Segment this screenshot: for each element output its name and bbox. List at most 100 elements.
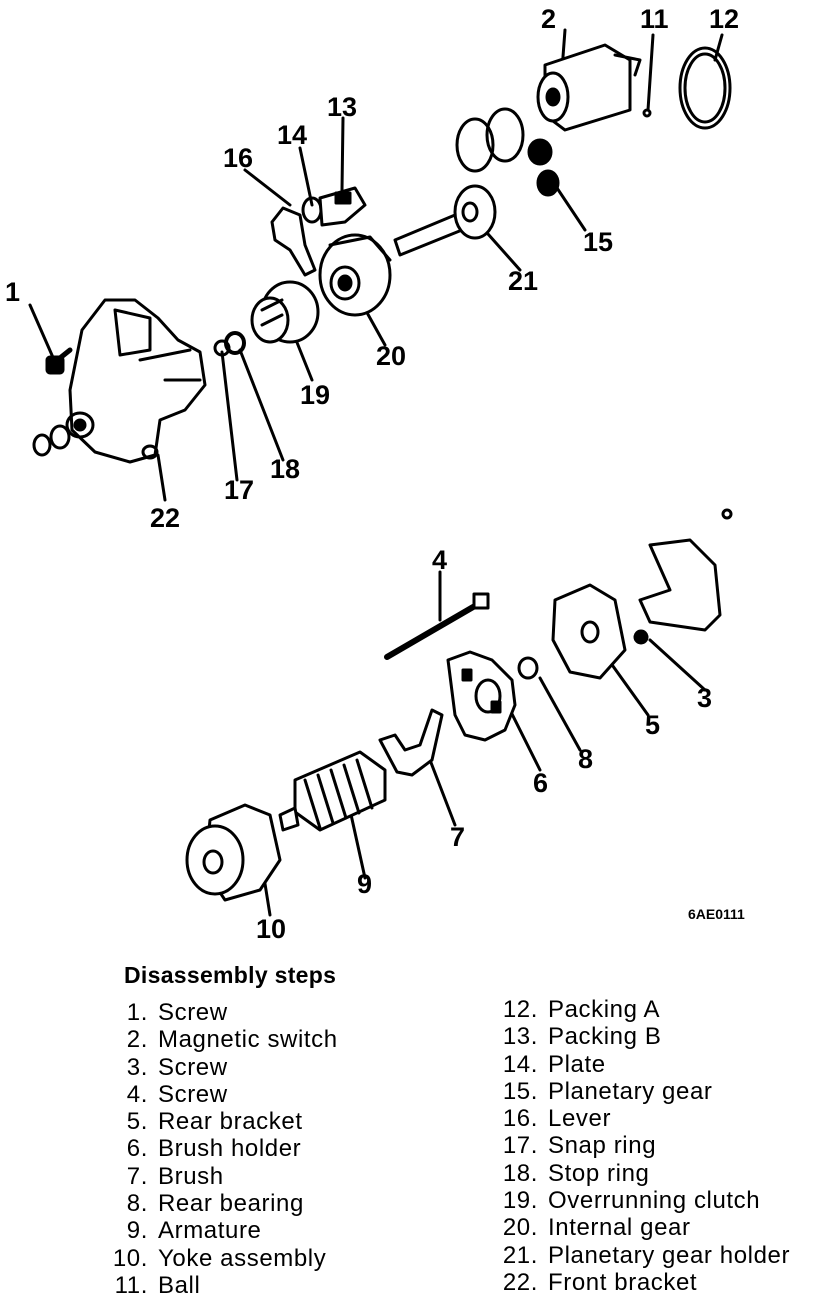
step-item: 20. Internal gear xyxy=(496,1214,790,1241)
step-label: Front bracket xyxy=(548,1268,698,1296)
callout-18: 18 xyxy=(270,454,301,484)
step-number: 17. xyxy=(502,1132,538,1160)
step-label: Armature xyxy=(158,1217,262,1245)
step-number: 16. xyxy=(502,1105,538,1133)
step-item: 5. Rear bracket xyxy=(106,1108,338,1135)
step-number: 14. xyxy=(502,1050,538,1078)
exploded-view-diagram xyxy=(28,28,733,917)
armature-drawing xyxy=(278,750,387,832)
step-item: 7. Brush xyxy=(106,1163,338,1190)
steps-list-right: 12.Packing A 13.Packing B 14.Plate 15.Pl… xyxy=(496,996,790,1296)
step-label: Packing A xyxy=(548,996,661,1023)
step-number: 2. xyxy=(126,1026,148,1054)
rear-bearing-drawing xyxy=(517,656,539,680)
snap-and-stop-rings-drawing xyxy=(213,331,246,357)
step-label: Rear bracket xyxy=(158,1108,303,1136)
step-item: 15.Planetary gear xyxy=(496,1078,790,1105)
step-item: 6. Brush holder xyxy=(106,1135,338,1162)
step-label: Ball xyxy=(158,1271,201,1299)
step-number: 5. xyxy=(126,1108,148,1136)
planetary-gear-holder-drawing xyxy=(393,184,497,257)
step-item: 3. Screw xyxy=(106,1054,338,1081)
step-label: Rear bearing xyxy=(158,1190,304,1218)
rear-bracket-drawing xyxy=(551,538,722,680)
callout-3: 3 xyxy=(697,683,713,713)
step-number: 13. xyxy=(502,1023,538,1051)
step-item: 2. Magnetic switch xyxy=(106,1026,338,1053)
step-item: 16. Lever xyxy=(496,1105,790,1132)
callout-6: 6 xyxy=(533,768,549,798)
gaskets-and-planetary-gears-drawing xyxy=(455,107,560,197)
callout-5: 5 xyxy=(645,710,661,740)
callout-11: 11 xyxy=(640,4,669,34)
callout-19: 19 xyxy=(300,380,331,410)
steps-title: Disassembly steps xyxy=(124,962,337,988)
step-item: 14. Plate xyxy=(496,1051,790,1078)
step-label: Plate xyxy=(548,1050,606,1078)
step-item: 4.Screw xyxy=(106,1081,338,1108)
step-number: 6. xyxy=(126,1135,148,1163)
step-item: 1. Screw xyxy=(106,999,338,1026)
step-label: Lever xyxy=(548,1105,612,1133)
step-label: Planetary gear holder xyxy=(548,1241,791,1269)
step-number: 3. xyxy=(126,1053,148,1081)
step-item: 9. Armature xyxy=(106,1217,338,1244)
step-number: 12. xyxy=(502,996,538,1023)
figure-code: 6AE0111 xyxy=(688,906,745,922)
step-item: 11. Ball xyxy=(106,1272,338,1299)
step-number: 22. xyxy=(502,1268,538,1296)
step-item: 13. Packing B xyxy=(496,1023,790,1050)
step-item: 22. Front bracket xyxy=(496,1269,790,1296)
step-number: 9. xyxy=(126,1217,148,1245)
step-number: 4. xyxy=(126,1080,148,1108)
step-label: Screw xyxy=(158,999,228,1026)
step-item: 18. Stop ring xyxy=(496,1160,790,1187)
screw-1-drawing xyxy=(45,347,73,375)
step-label: Magnetic switch xyxy=(158,1026,338,1054)
step-label: Internal gear xyxy=(548,1214,691,1242)
callout-20: 20 xyxy=(376,341,407,371)
long-screw-drawing xyxy=(384,592,490,660)
brush-holder-drawing xyxy=(446,650,517,742)
front-bracket-drawing xyxy=(32,298,207,464)
step-number: 18. xyxy=(502,1159,538,1187)
callout-2: 2 xyxy=(541,4,557,34)
step-label: Yoke assembly xyxy=(158,1244,327,1272)
callout-7: 7 xyxy=(450,822,466,852)
step-item: 8. Rear bearing xyxy=(106,1190,338,1217)
step-number: 7. xyxy=(126,1162,148,1190)
step-label: Screw xyxy=(158,1053,228,1081)
step-label: Brush xyxy=(158,1162,224,1190)
step-number: 11. xyxy=(114,1271,148,1299)
step-label: Stop ring xyxy=(548,1159,650,1187)
leader-lines xyxy=(28,28,724,917)
step-number: 21. xyxy=(502,1241,538,1269)
callout-22: 22 xyxy=(150,503,181,533)
callout-12: 12 xyxy=(709,4,740,34)
magnetic-switch-drawing xyxy=(536,43,642,132)
step-label: Overrunning clutch xyxy=(548,1187,761,1215)
step-label: Packing B xyxy=(548,1023,662,1051)
step-label: Brush holder xyxy=(158,1135,302,1163)
callout-21: 21 xyxy=(508,266,539,296)
ball-and-packing-a-drawing xyxy=(642,46,733,520)
step-number: 19. xyxy=(502,1187,538,1215)
callout-9: 9 xyxy=(357,869,373,899)
step-item: 10.Yoke assembly xyxy=(106,1245,338,1272)
step-item: 21. Planetary gear holder xyxy=(496,1242,790,1269)
brush-drawing xyxy=(378,708,444,777)
step-number: 15. xyxy=(502,1077,538,1105)
lever-plate-packing-drawing xyxy=(270,186,367,277)
step-number: 8. xyxy=(126,1190,148,1218)
callout-15: 15 xyxy=(583,227,614,257)
step-number: 1. xyxy=(126,999,148,1026)
step-item: 19. Overrunning clutch xyxy=(496,1187,790,1214)
callout-13: 13 xyxy=(327,92,358,122)
step-item: 12. Packing A xyxy=(496,996,790,1023)
step-number: 20. xyxy=(502,1214,538,1242)
callout-14: 14 xyxy=(277,120,308,150)
callout-4: 4 xyxy=(432,545,448,575)
callout-8: 8 xyxy=(578,744,594,774)
callout-16: 16 xyxy=(223,143,254,173)
callout-1: 1 xyxy=(5,277,21,307)
